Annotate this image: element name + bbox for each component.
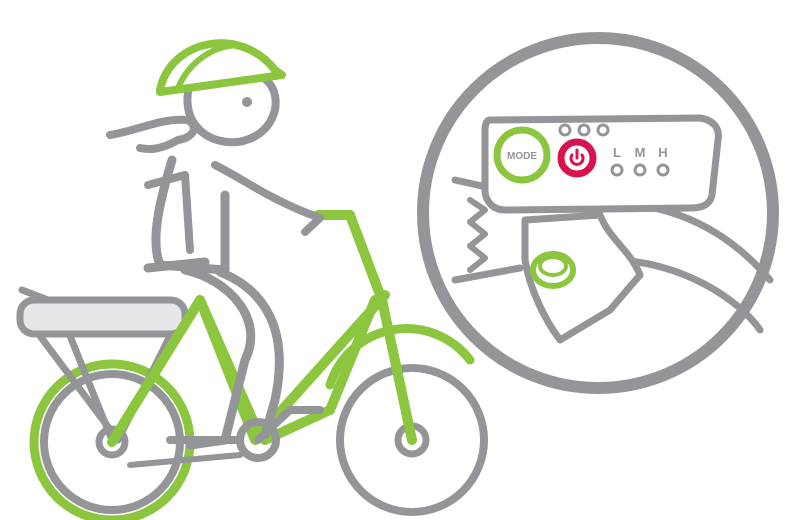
helmet-icon bbox=[160, 43, 282, 92]
level-label-high: H bbox=[658, 145, 667, 160]
controller-zoom: MODE L M H bbox=[423, 38, 773, 388]
mode-button[interactable]: MODE bbox=[497, 130, 547, 180]
thumb-assist-button-icon[interactable] bbox=[533, 254, 573, 286]
cyclist-scene bbox=[20, 43, 484, 520]
power-button[interactable] bbox=[561, 142, 593, 174]
level-label-medium: M bbox=[635, 145, 646, 160]
mode-button-label: MODE bbox=[507, 151, 537, 162]
level-label-low: L bbox=[613, 145, 621, 160]
